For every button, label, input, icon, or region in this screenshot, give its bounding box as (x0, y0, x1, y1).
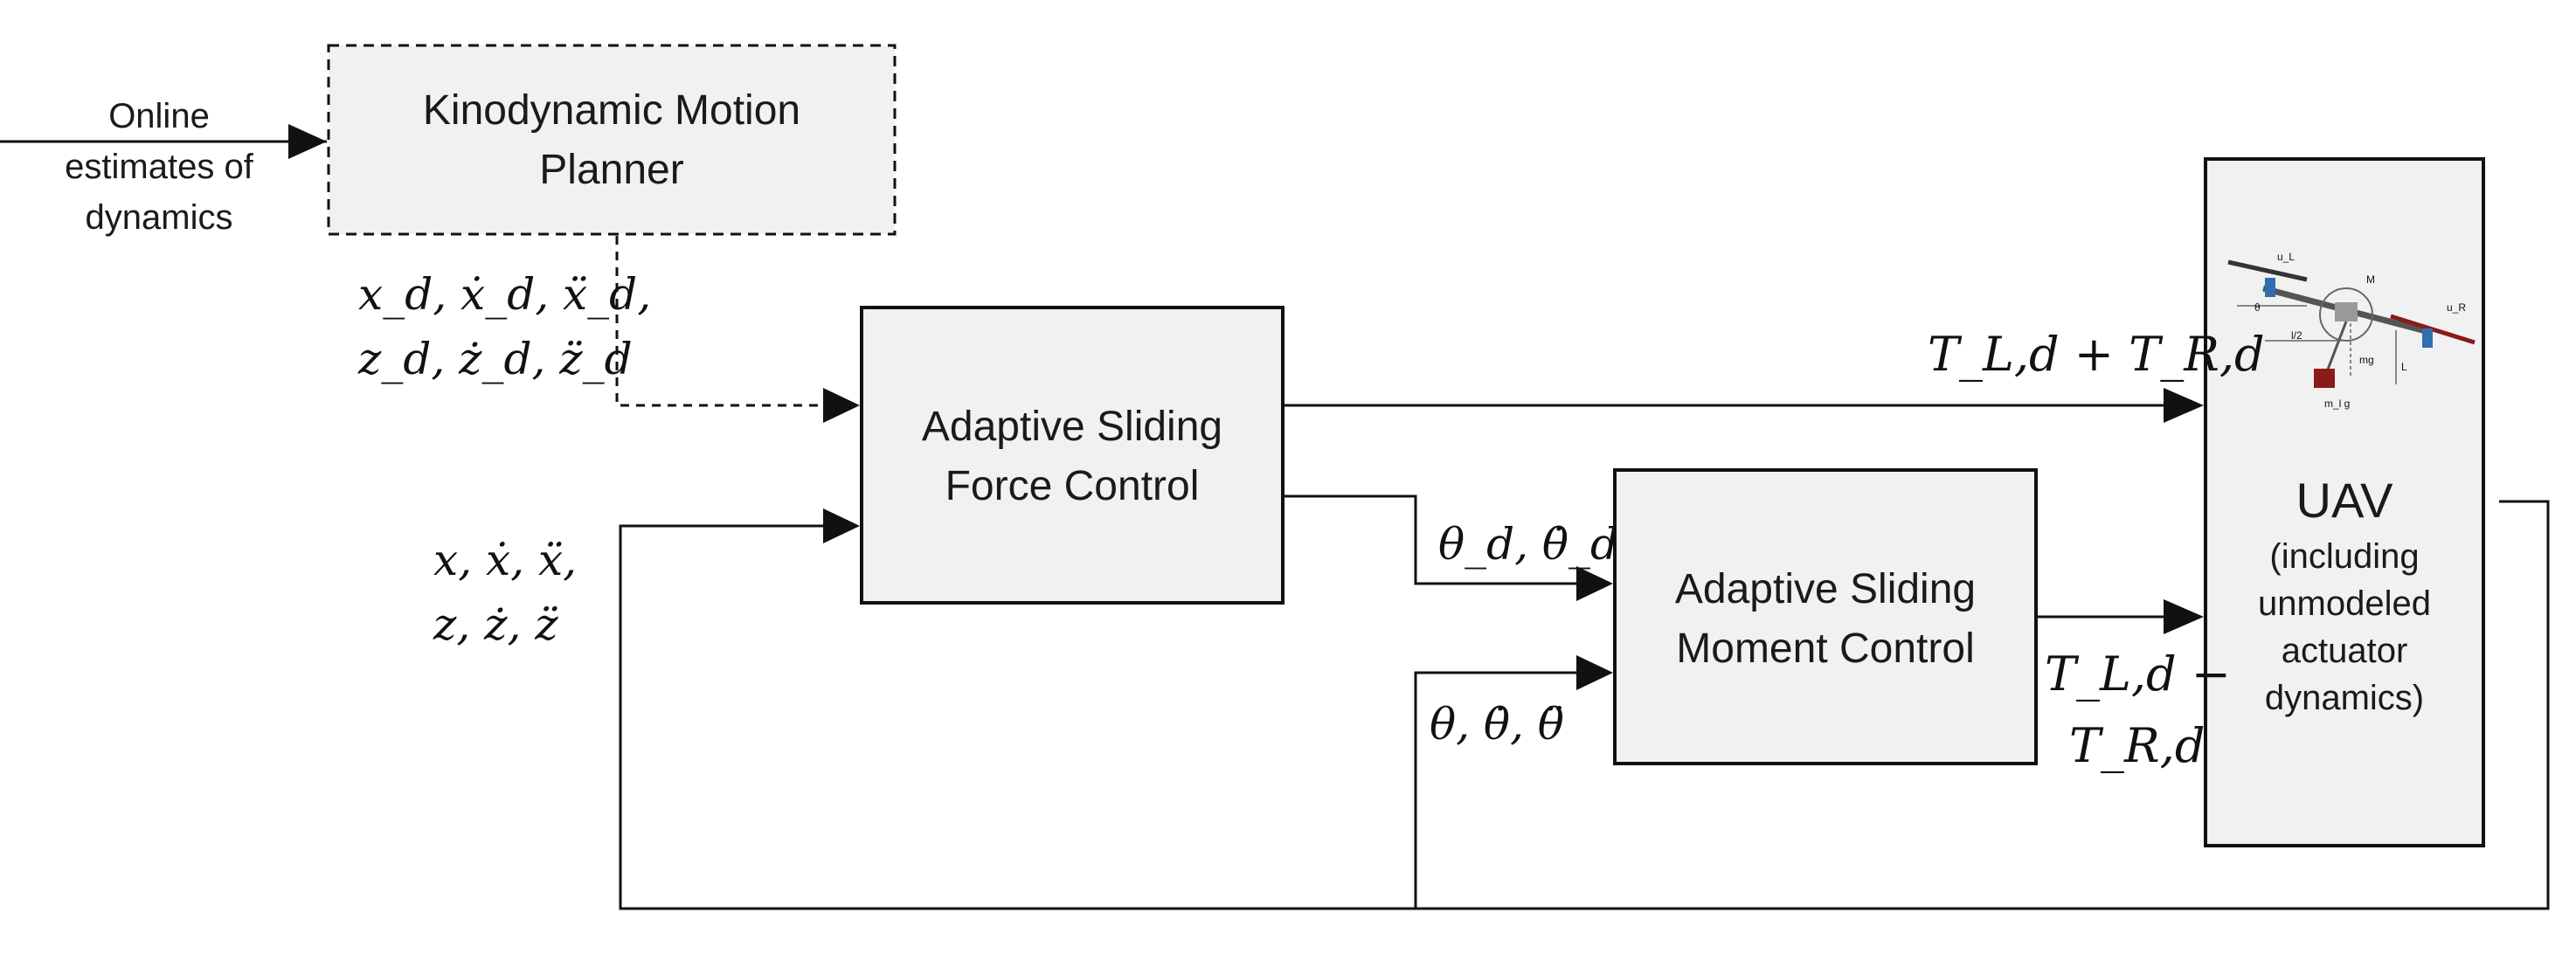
uav-desc-line3: actuator (2282, 632, 2408, 670)
thrust-sum-signal-label: T_L,d + T_R,d (1928, 327, 2265, 382)
state-theta-signal-label: θ, θ̇, θ̈ (1430, 699, 1564, 750)
uav-block: UAV (including unmodeled actuator dynami… (2204, 157, 2485, 847)
uav-desc-line1: (including (2269, 537, 2419, 576)
planner-block: Kinodynamic Motion Planner (327, 44, 897, 236)
input-label: Online estimates of dynamics (65, 97, 254, 237)
input-label-line2: estimates of (65, 148, 254, 186)
force-control-label-line1: Adaptive Sliding (922, 404, 1222, 450)
moment-control-block: Adaptive Sliding Moment Control (1613, 468, 2038, 765)
uav-sketch-label-theta: θ (2254, 301, 2261, 314)
feedback-to-moment-arrowhead (1576, 655, 1613, 690)
feedback-state-to-force-line (619, 500, 2550, 910)
uav-sketch-label-L: L (2401, 361, 2407, 373)
desired-z-signal-label: z_d, ż_d, z̈_d (357, 334, 633, 384)
thrust-diff-signal-label-line1: T_L,d − (2045, 646, 2231, 702)
uav-sketch-label-half-l: l/2 (2291, 329, 2302, 342)
thrust-diff-signal-label-line2: T_R,d (2069, 718, 2205, 773)
moment-control-label-line1: Adaptive Sliding (1675, 566, 1976, 612)
uav-sketch-label-mg: mg (2359, 354, 2374, 366)
planner-to-force-dashed-line (615, 236, 830, 407)
planner-label-line1: Kinodynamic Motion (423, 87, 800, 134)
state-x-signal-label: x, ẋ, ẍ, (433, 535, 577, 585)
desired-theta-signal-label: θ_d, θ̇_d (1438, 519, 1618, 570)
theta-desired-arrowhead (1576, 566, 1613, 601)
state-z-signal-label: z, ż, z̈ (433, 599, 558, 650)
input-arrowhead (288, 124, 327, 159)
uav-sketch-label-uR: u_R (2447, 301, 2466, 314)
planner-to-force-arrowhead (823, 388, 860, 423)
moment-control-label-line2: Moment Control (1676, 626, 1974, 672)
thrust-sum-arrowhead (2164, 388, 2204, 423)
feedback-to-force-arrowhead (823, 508, 860, 543)
planner-label-line2: Planner (539, 147, 683, 193)
input-label-line3: dynamics (86, 198, 233, 237)
theta-desired-line (1281, 494, 1582, 585)
uav-sketch-image: u_L u_R M θ l/2 mg L m_l g (2227, 251, 2476, 410)
uav-title: UAV (2296, 473, 2394, 528)
uav-desc-line2: unmodeled (2258, 584, 2431, 623)
uav-sketch-label-uL: u_L (2277, 251, 2295, 263)
feedback-theta-to-moment-line (1414, 671, 1582, 909)
uav-desc-line4: dynamics) (2265, 679, 2424, 717)
force-control-block: Adaptive Sliding Force Control (860, 306, 1285, 605)
desired-x-signal-label: x_d, ẋ_d, ẍ_d, (358, 269, 651, 320)
uav-sketch-label-M: M (2366, 273, 2375, 286)
thrust-diff-arrowhead (2164, 599, 2204, 634)
input-label-line1: Online (108, 97, 210, 135)
uav-sketch-label-mlg: m_l g (2324, 398, 2350, 410)
force-control-label-line2: Force Control (945, 463, 1200, 509)
